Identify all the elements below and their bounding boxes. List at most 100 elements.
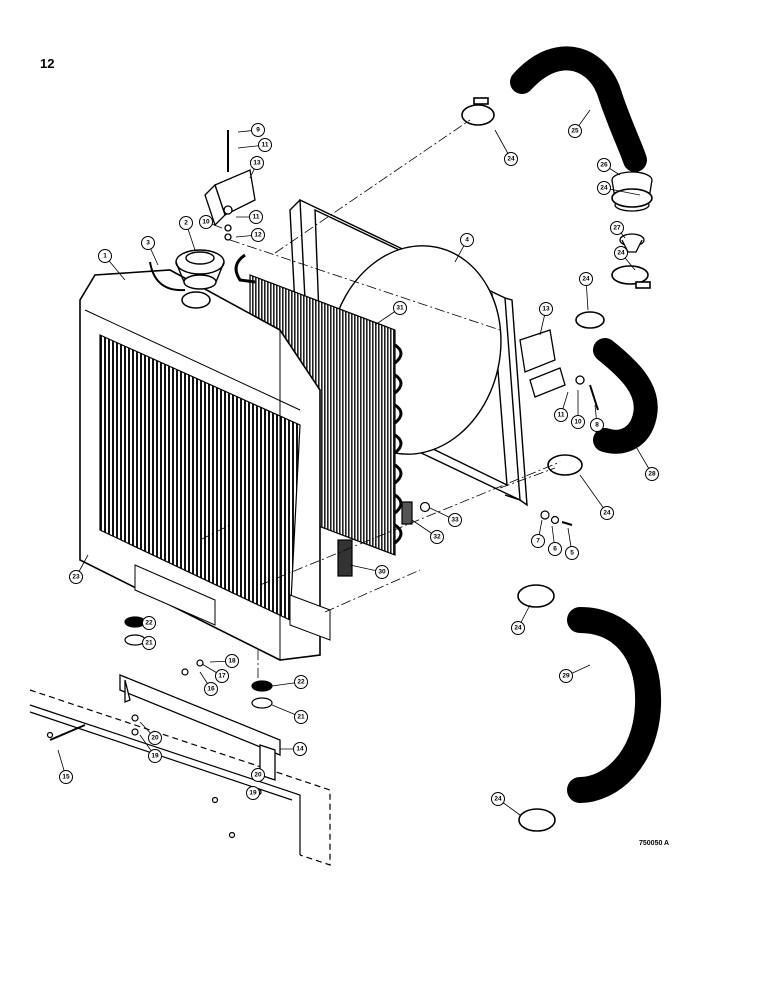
callout-circle bbox=[590, 418, 604, 432]
callout-label: 24 bbox=[494, 796, 502, 803]
callout-label: 9 bbox=[256, 127, 260, 134]
callout-c24b: 24 bbox=[597, 181, 641, 196]
callout-circle bbox=[98, 249, 112, 263]
callout-label: 11 bbox=[253, 214, 260, 221]
callout-c5: 5 bbox=[565, 527, 579, 560]
callout-label: 6 bbox=[553, 546, 557, 553]
callout-c24a: 24 bbox=[494, 129, 518, 166]
callout-label: 23 bbox=[72, 574, 80, 581]
callout-circle bbox=[579, 272, 593, 286]
callout-label: 24 bbox=[617, 250, 625, 257]
callout-circle bbox=[645, 467, 659, 481]
callout-circle bbox=[293, 742, 307, 756]
callout-label: 11 bbox=[262, 142, 269, 149]
callout-c23: 23 bbox=[69, 554, 89, 584]
callout-c30: 30 bbox=[349, 564, 389, 579]
callout-c24e: 24 bbox=[579, 474, 614, 520]
callout-c20a: 20 bbox=[139, 721, 162, 745]
callout-circle bbox=[215, 669, 229, 683]
callout-c22a: 22 bbox=[142, 616, 156, 630]
callout-label: 22 bbox=[297, 679, 305, 686]
callout-circle bbox=[430, 530, 444, 544]
callout-circle bbox=[554, 408, 568, 422]
callout-circle bbox=[294, 675, 308, 689]
callout-circle bbox=[460, 233, 474, 247]
callout-c12: 12 bbox=[235, 228, 265, 242]
callout-c19a: 19 bbox=[139, 734, 162, 763]
callout-label: 30 bbox=[378, 569, 386, 576]
radiator bbox=[79, 269, 331, 661]
callout-label: 10 bbox=[574, 419, 582, 426]
callout-circle bbox=[225, 654, 239, 668]
callout-circle bbox=[142, 616, 156, 630]
thermostat-housing bbox=[611, 171, 653, 253]
callout-c16: 16 bbox=[199, 671, 218, 696]
callout-label: 10 bbox=[202, 219, 210, 226]
callout-c7: 7 bbox=[531, 519, 545, 548]
callout-circle bbox=[249, 210, 263, 224]
callout-c4: 4 bbox=[454, 233, 474, 263]
callout-circle bbox=[531, 534, 545, 548]
callout-circle bbox=[199, 215, 213, 229]
callout-circle bbox=[251, 123, 265, 137]
bracket-right bbox=[519, 329, 599, 411]
shroud-hardware bbox=[337, 501, 573, 577]
radiator-cap bbox=[175, 249, 225, 290]
callout-c28: 28 bbox=[634, 444, 659, 481]
callout-label: 8 bbox=[595, 422, 599, 429]
alignment-lines bbox=[199, 119, 561, 680]
callout-c33: 33 bbox=[429, 507, 462, 527]
callout-c18: 18 bbox=[209, 654, 239, 668]
callout-label: 1 bbox=[103, 253, 107, 260]
callout-c3: 3 bbox=[141, 236, 159, 266]
callout-circle bbox=[511, 621, 525, 635]
callout-c11c: 11 bbox=[554, 391, 569, 422]
callout-circle bbox=[448, 513, 462, 527]
callout-c21a: 21 bbox=[142, 636, 156, 650]
callout-circle bbox=[597, 158, 611, 172]
callout-label: 32 bbox=[433, 534, 441, 541]
callout-label: 21 bbox=[297, 714, 305, 721]
callout-c24d: 24 bbox=[579, 272, 593, 311]
callout-c26: 26 bbox=[597, 158, 621, 176]
callout-label: 24 bbox=[603, 510, 611, 517]
callout-circle bbox=[597, 181, 611, 195]
callout-label: 2 bbox=[184, 220, 188, 227]
callout-circle bbox=[251, 228, 265, 242]
callout-circle bbox=[69, 570, 83, 584]
callout-c10a: 10 bbox=[199, 215, 223, 229]
callout-label: 24 bbox=[582, 276, 590, 283]
callout-label: 21 bbox=[145, 640, 153, 647]
callout-circle bbox=[539, 302, 553, 316]
callout-label: 14 bbox=[296, 746, 304, 753]
hose-clamps bbox=[461, 97, 653, 832]
callout-label: 5 bbox=[570, 550, 574, 557]
callout-c17: 17 bbox=[201, 663, 229, 683]
callout-circle bbox=[491, 792, 505, 806]
callout-c14: 14 bbox=[280, 742, 307, 756]
upper-hose bbox=[510, 46, 647, 172]
bracket-top bbox=[204, 130, 256, 241]
callout-circle bbox=[504, 152, 518, 166]
callout-c32: 32 bbox=[411, 519, 444, 544]
long-hose bbox=[567, 607, 662, 803]
callout-c2: 2 bbox=[179, 216, 196, 251]
drawing-code: 750050 A bbox=[639, 840, 670, 847]
callout-c8: 8 bbox=[590, 404, 604, 432]
callout-label: 16 bbox=[207, 686, 215, 693]
callout-c29: 29 bbox=[559, 664, 591, 683]
callout-c13b: 13 bbox=[539, 302, 553, 336]
callout-circle bbox=[246, 786, 260, 800]
callout-c25: 25 bbox=[568, 109, 591, 138]
callout-c1: 1 bbox=[98, 249, 126, 281]
callout-label: 18 bbox=[228, 658, 236, 665]
callout-label: 24 bbox=[507, 156, 515, 163]
mounting-bracket bbox=[49, 674, 281, 781]
callout-label: 26 bbox=[600, 162, 608, 169]
callout-label: 13 bbox=[253, 160, 261, 167]
callout-circle bbox=[148, 749, 162, 763]
callout-c11a: 11 bbox=[237, 138, 272, 152]
callout-circle bbox=[571, 415, 585, 429]
